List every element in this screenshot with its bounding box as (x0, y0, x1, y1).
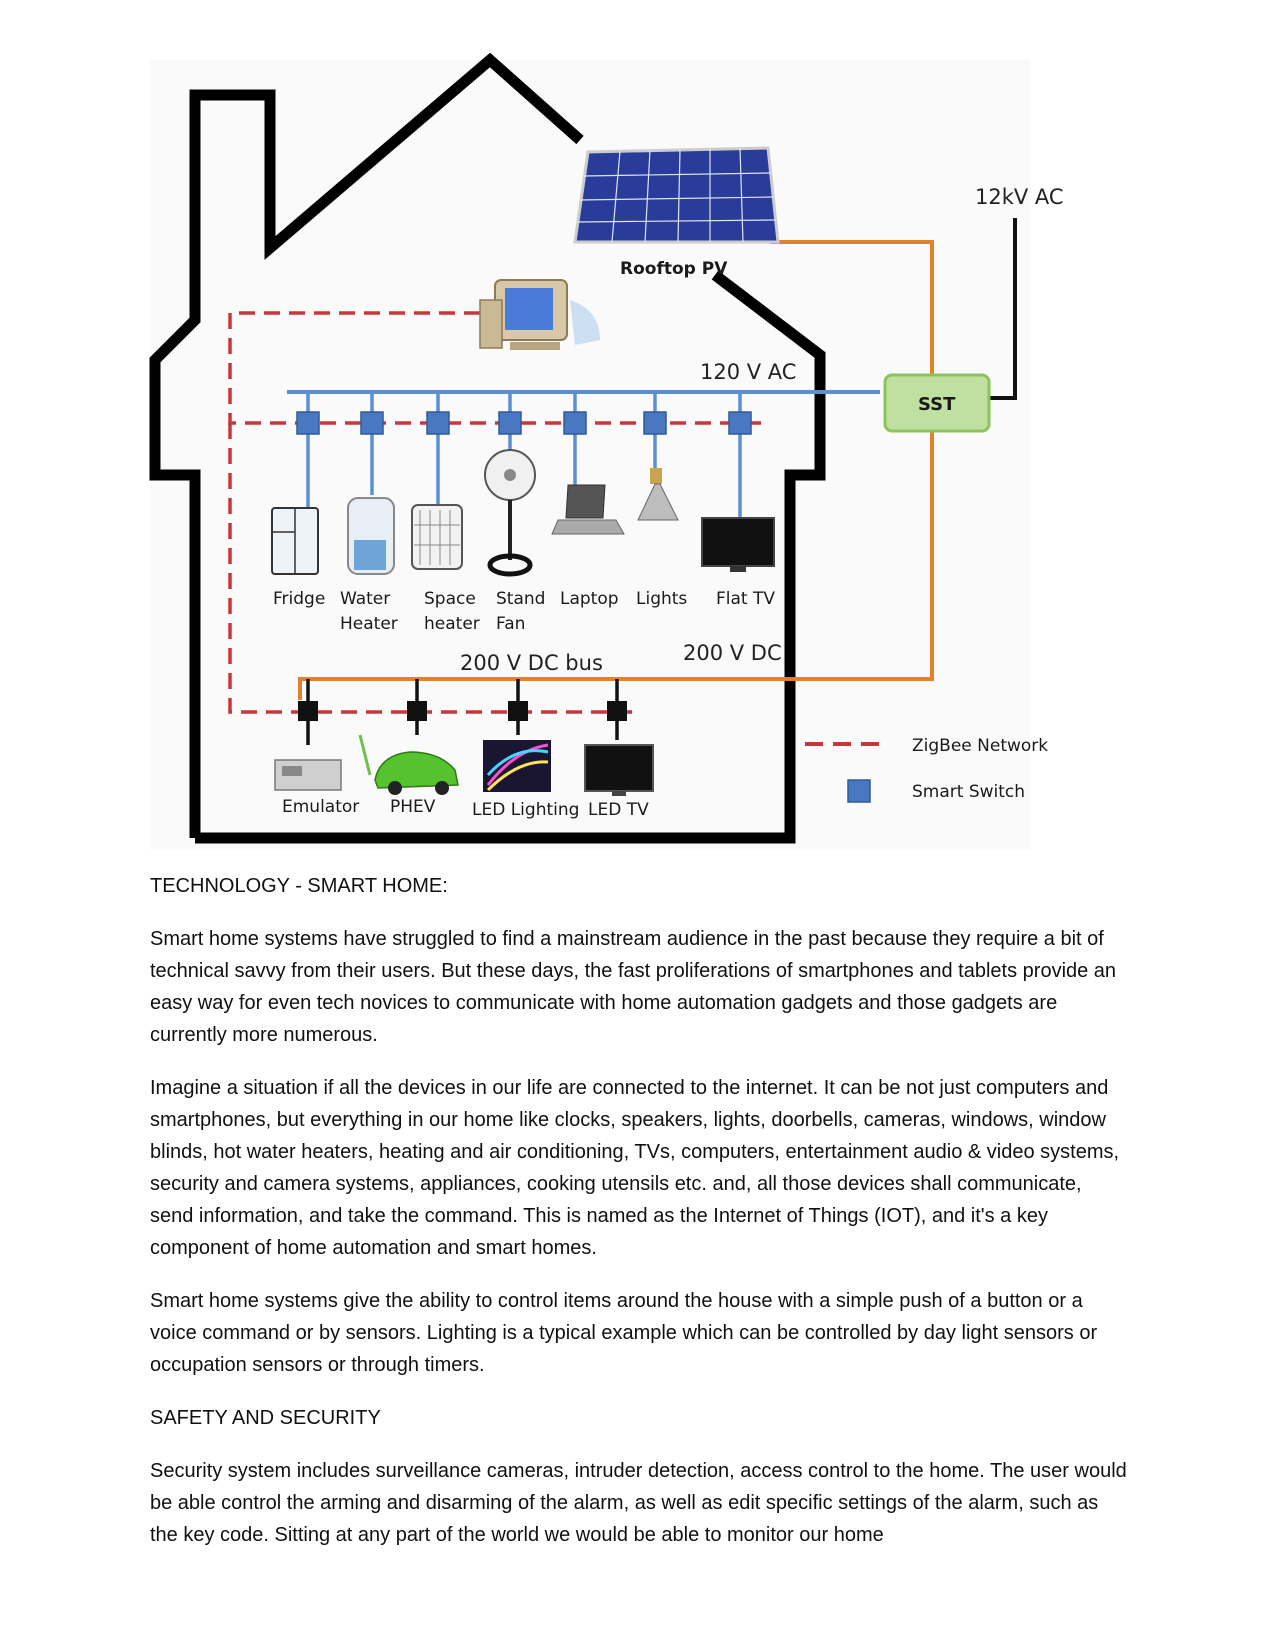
house-outline (149, 52, 584, 838)
label-12kv-ac: 12kV AC (975, 185, 1064, 209)
dc-switches (298, 701, 627, 721)
paragraph-1: Smart home systems have struggled to fin… (150, 928, 1117, 1046)
label-200v-dc: 200 V DC (683, 641, 782, 665)
label-fan: Fan (496, 614, 525, 634)
water-heater-icon (347, 497, 395, 575)
label-rooftop-pv: Rooftop PV (620, 259, 728, 279)
heading-smart-home: TECHNOLOGY - SMART HOME: (150, 875, 448, 897)
label-emulator: Emulator (282, 797, 359, 817)
led-lighting-icon (483, 740, 551, 792)
light-bulb-icon (637, 468, 679, 521)
legend-switch-label: Smart Switch (912, 782, 1025, 802)
paragraph-4: Security system includes surveillance ca… (150, 1460, 1127, 1546)
label-heater-space: heater (424, 614, 480, 634)
label-sst: SST (918, 394, 956, 415)
house-outline-right (195, 270, 826, 844)
label-stand: Stand (496, 589, 545, 609)
grid-feed-line (985, 218, 1017, 400)
phev-car-icon (358, 734, 459, 795)
label-led-tv: LED TV (588, 800, 649, 820)
ac-branches (306, 392, 742, 518)
heading-safety-security: SAFETY AND SECURITY (150, 1407, 381, 1429)
laptop-icon (551, 484, 625, 535)
label-laptop: Laptop (560, 589, 619, 609)
smart-switches (296, 411, 752, 435)
dc-line-pv (770, 240, 934, 375)
fridge-icon (271, 507, 319, 575)
led-tv-icon (584, 744, 654, 796)
emulator-icon (274, 759, 342, 791)
label-lights: Lights (636, 589, 687, 609)
document-body: TECHNOLOGY - SMART HOME: Smart home syst… (150, 870, 1130, 1572)
label-space: Space (424, 589, 476, 609)
legend-switch-swatch (847, 779, 871, 803)
paragraph-2: Imagine a situation if all the devices i… (150, 1077, 1120, 1259)
stand-fan-icon (484, 449, 536, 577)
paragraph-3: Smart home systems give the ability to c… (150, 1290, 1098, 1376)
label-flat-tv: Flat TV (716, 589, 775, 609)
legend-zigbee-label: ZigBee Network (912, 736, 1048, 756)
label-phev: PHEV (390, 797, 436, 817)
zigbee-network-line-lower (228, 423, 640, 714)
label-fridge: Fridge (273, 589, 325, 609)
sst-box (883, 373, 991, 433)
smart-home-diagram: 12kV AC Rooftop PV 120 V AC SST 200 V DC… (149, 52, 1064, 844)
label-led-lighting: LED Lighting (472, 800, 579, 820)
solar-panel-icon (573, 146, 780, 244)
space-heater-icon (411, 504, 463, 570)
label-200v-dc-bus: 200 V DC bus (460, 651, 603, 675)
label-water: Water (340, 589, 390, 609)
computer-icon (479, 279, 600, 350)
flat-tv-icon (701, 517, 775, 572)
label-120v-ac: 120 V AC (700, 360, 796, 384)
label-heater: Heater (340, 614, 398, 634)
